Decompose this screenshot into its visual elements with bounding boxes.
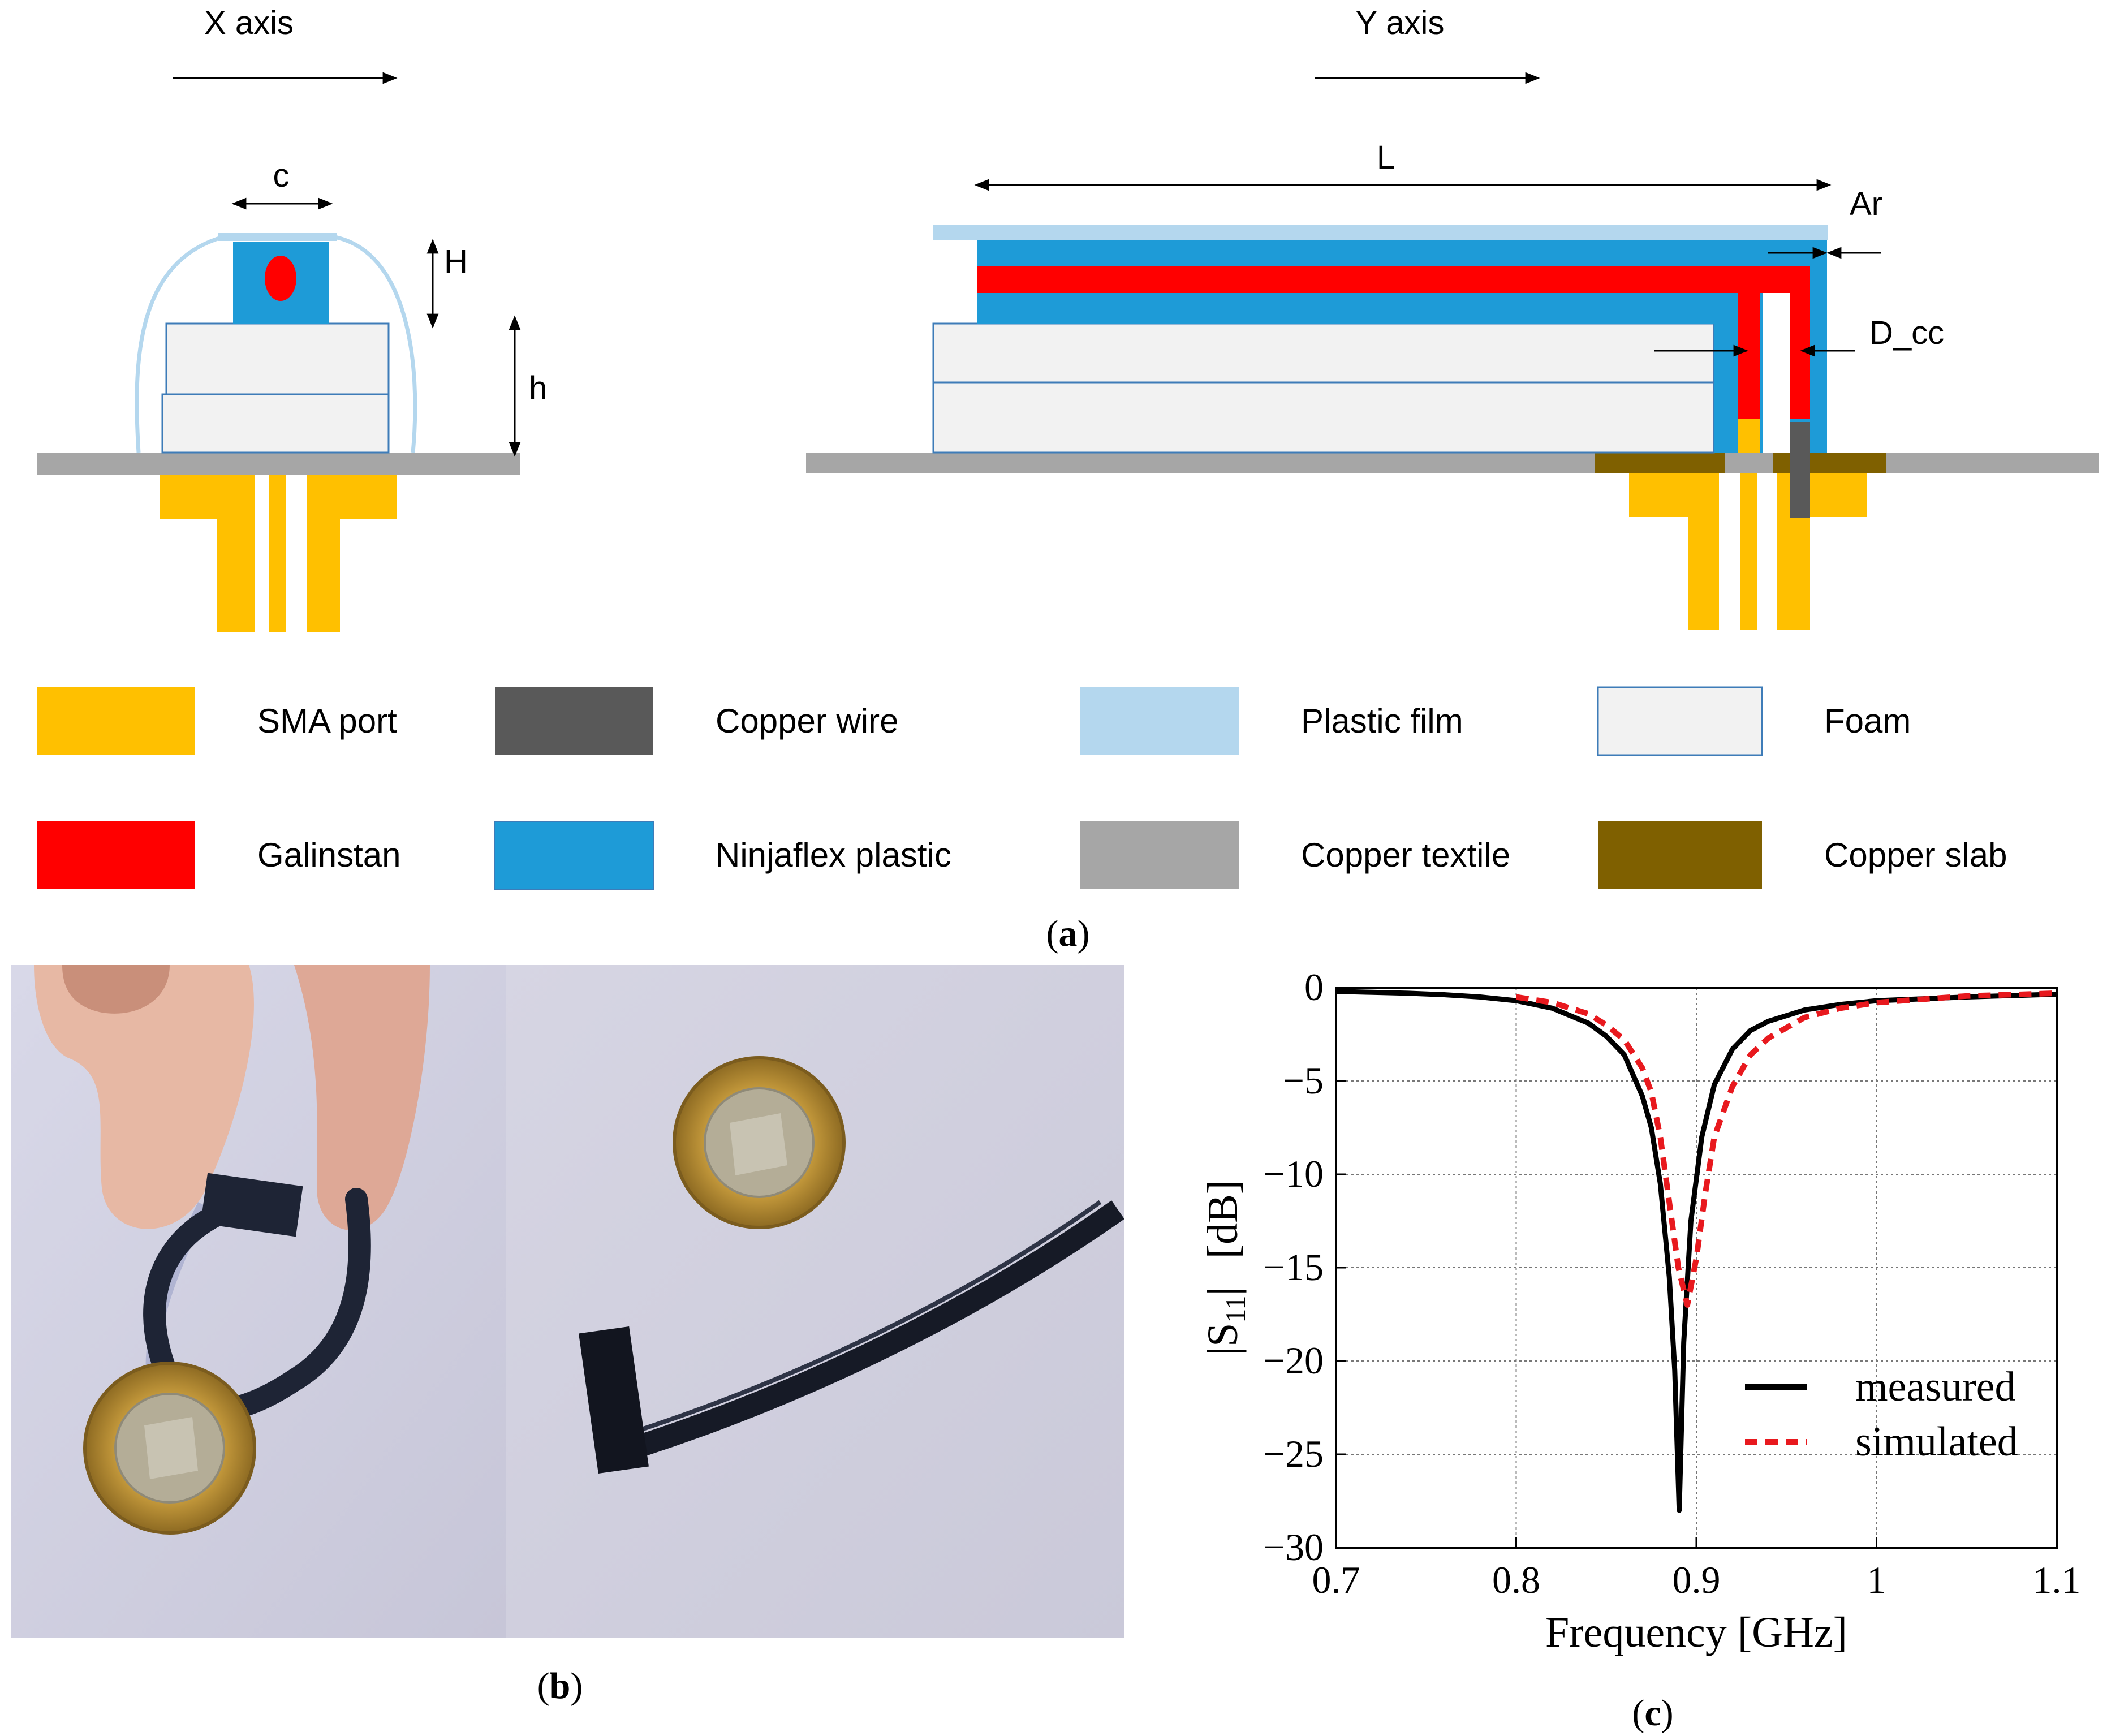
finger-icon [294,965,430,1230]
x-tick-label: 1.1 [2033,1558,2081,1601]
caption-c: (c) [1632,1692,1673,1734]
x-tick-label: 1 [1867,1558,1886,1601]
photo-straight-antenna [506,965,1124,1638]
plastic-film-top-y [933,225,1828,240]
legend-label-foam: Foam [1824,702,1911,740]
legend-swatch-plastic-film [1080,687,1239,755]
x-axis-title: Frequency [GHz] [1545,1609,1847,1656]
dim-H-label: H [444,243,468,280]
series-line-measured [1335,989,2057,1513]
photo-hand-bent-antenna [11,965,506,1638]
copper-textile-ground [37,453,520,475]
y-tick-label: 0 [1304,966,1324,1009]
series-line-simulated [1515,990,2057,1308]
copper-wire [1790,422,1810,518]
legend-swatch-ninjaflex-plastic [494,821,654,890]
photo-panel [11,965,1124,1638]
dim-L-label: L [1377,139,1395,176]
plastic-film-top [218,233,337,241]
chart-ticks: 0.7 0.8 0.9 1 1.1 0 −5 −10 −15 −20 −25 −30 [1264,966,2081,1601]
dim-Ar-label: Ar [1850,186,1882,222]
chart-series [1335,989,2057,1513]
caption-a: (a) [1046,913,1090,954]
y-tick-label: −30 [1264,1526,1324,1569]
sma-pin-contact [1738,419,1760,453]
legend-text-simulated: simulated [1855,1419,2018,1465]
legend-swatch-copper-textile [1080,821,1239,889]
y-tick-label: −15 [1264,1246,1324,1289]
y-tick-label: −25 [1264,1432,1324,1475]
galinstan-channel [977,266,1810,293]
legend-swatch-galinstan [37,821,195,889]
y-axis-label: Y axis [1356,5,1445,41]
legend-label-ninjaflex-plastic: Ninjaflex plastic [716,836,951,874]
legend-label-copper-slab: Copper slab [1824,836,2007,874]
galinstan-vertical-right [1790,266,1810,419]
s11-chart: 0.7 0.8 0.9 1 1.1 0 −5 −10 −15 −20 −25 −30 Frequenc… [1199,966,2081,1656]
foam-layer-upper-y [932,322,1715,384]
x-axis-label: X axis [204,5,294,41]
chart-legend: measured simulated [1745,1364,2018,1465]
dim-h-label: h [529,370,547,407]
dim-c-label: c [273,157,290,194]
foam-layer-lower-y [932,381,1715,454]
sma-port [160,475,397,632]
galinstan-section [265,256,296,301]
x-tick-label: 0.7 [1312,1558,1360,1601]
x-axis-cross-section: X axis c H h [37,5,547,632]
material-legend: SMA port Copper wire Plastic film FoamGalin… [37,686,2007,890]
galinstan-vertical-left [1738,292,1760,419]
foam-layer-lower [161,393,390,454]
y-axis-title: |S11|[dB] [1199,1180,1251,1355]
y-tick-label: −5 [1283,1059,1324,1102]
caption-b: (b) [537,1665,583,1707]
copper-textile-ground-y [806,453,2099,473]
legend-label-sma-port: SMA port [257,702,397,740]
y-tick-label: −10 [1264,1152,1324,1195]
thumb-icon [34,965,254,1229]
ninjaflex-gap [1763,292,1790,453]
straight-antenna-icon [619,1200,1124,1463]
y-tick-label: −20 [1264,1339,1324,1382]
foam-layer-upper [165,322,390,395]
legend-text-measured: measured [1855,1364,2016,1410]
x-tick-label: 0.8 [1492,1558,1540,1601]
legend-label-copper-textile: Copper textile [1301,836,1510,874]
dim-Dcc-label: D_cc [1869,315,1944,351]
legend-swatch-copper-wire [495,687,653,755]
legend-label-plastic-film: Plastic film [1301,702,1463,740]
legend-label-galinstan: Galinstan [257,836,400,874]
legend-swatch-foam [1597,686,1763,756]
legend-swatch-copper-slab [1598,821,1762,889]
copper-slab-left [1595,453,1725,473]
y-axis-cross-section: Y axis L [806,5,2099,630]
sma-port-y [1629,473,1867,630]
x-tick-label: 0.9 [1673,1558,1721,1601]
legend-label-copper-wire: Copper wire [716,702,898,740]
legend-swatch-sma-port [37,687,195,755]
